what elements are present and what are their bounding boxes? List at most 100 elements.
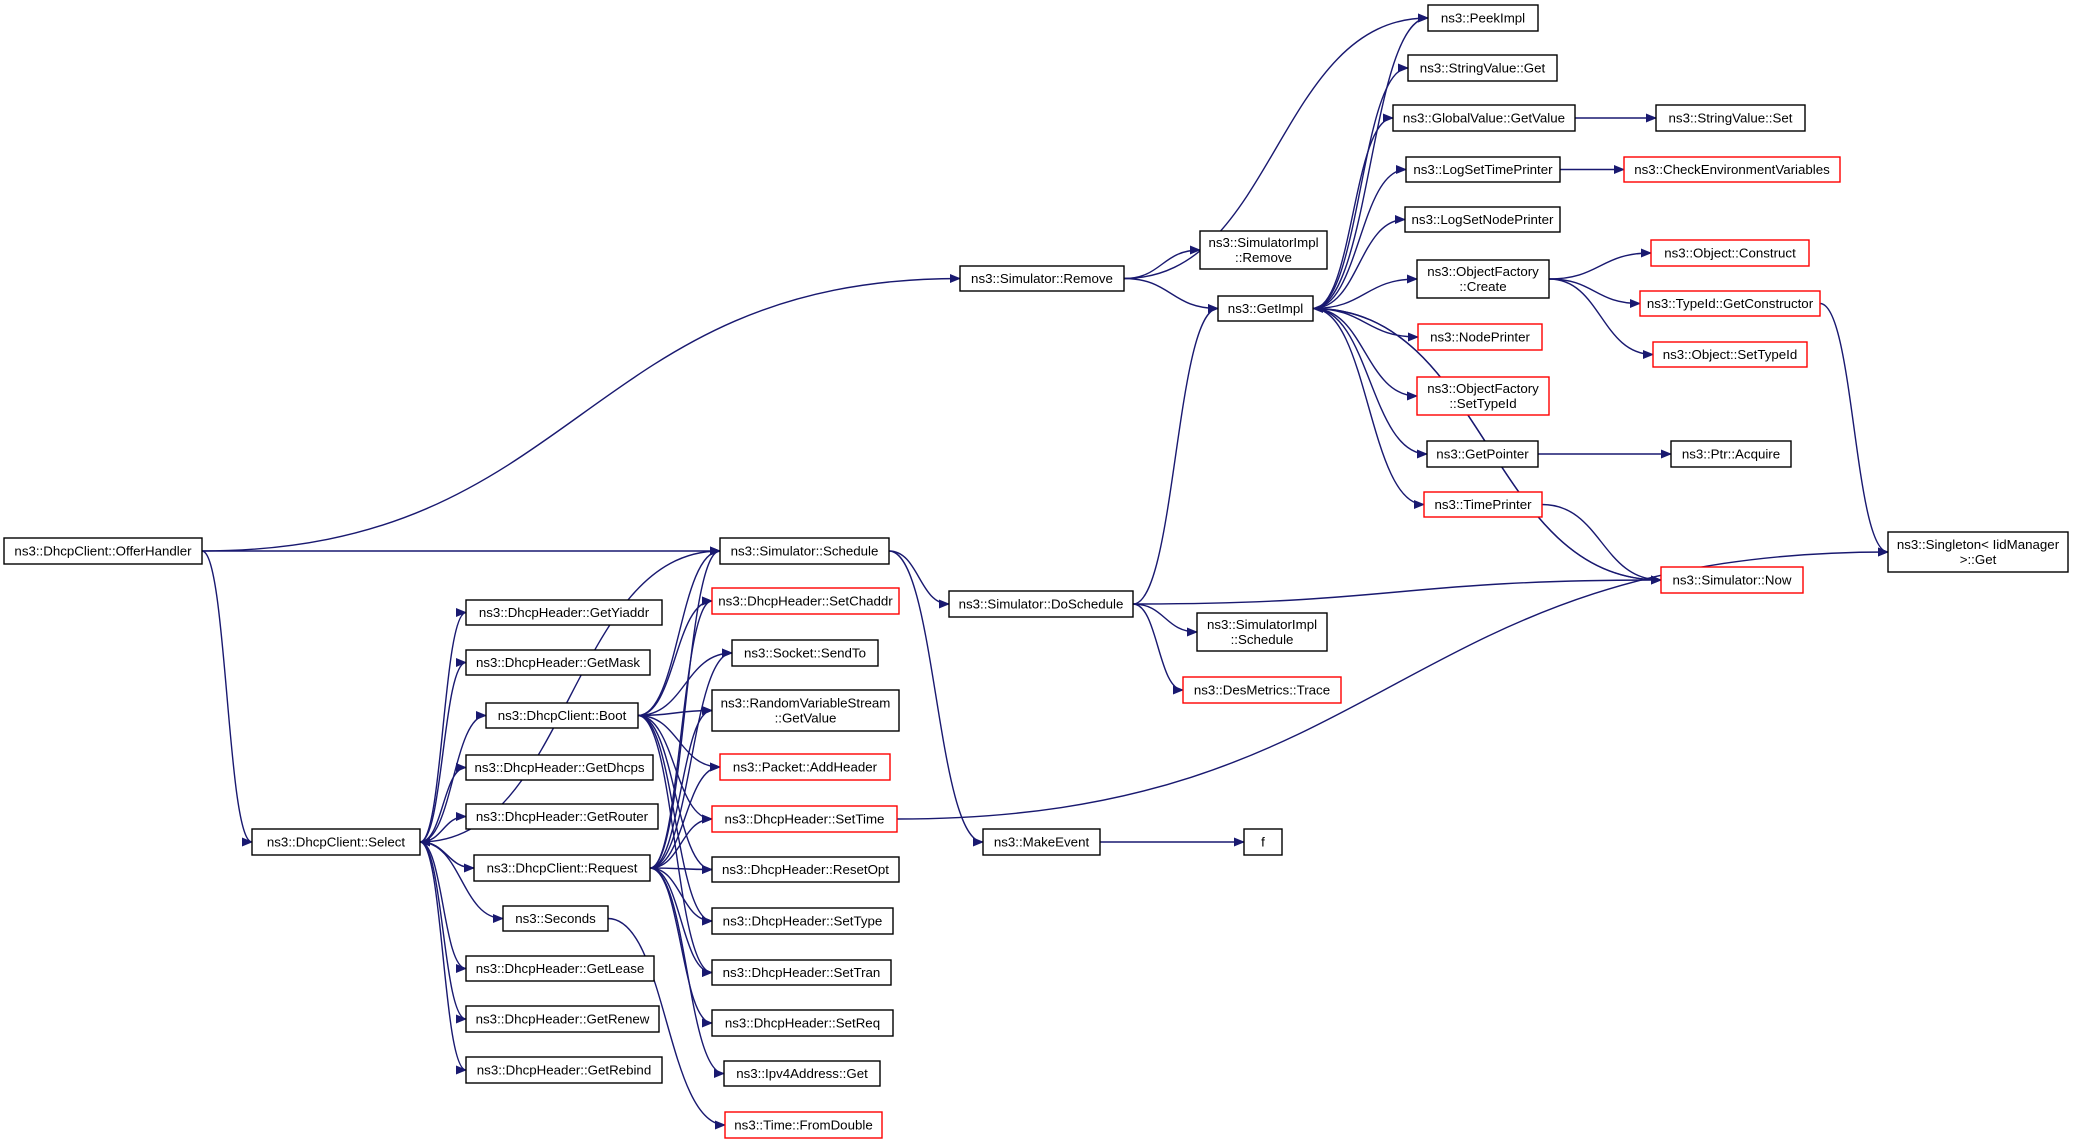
node-ptr_acquire[interactable]: ns3::Ptr::Acquire: [1670, 440, 1792, 468]
node-box[interactable]: [1407, 54, 1558, 82]
node-sendto[interactable]: ns3::Socket::SendTo: [731, 639, 879, 667]
node-setchaddr[interactable]: ns3::DhcpHeader::SetChaddr: [711, 587, 900, 615]
node-checkenv[interactable]: ns3::CheckEnvironmentVariables: [1623, 156, 1841, 183]
node-remove[interactable]: ns3::Simulator::Remove: [959, 265, 1125, 292]
node-box[interactable]: [948, 590, 1134, 618]
node-simimpl_schedule[interactable]: ns3::SimulatorImpl::Schedule: [1196, 612, 1328, 652]
node-box[interactable]: [473, 854, 651, 882]
node-makeevent[interactable]: ns3::MakeEvent: [982, 828, 1101, 856]
node-box[interactable]: [711, 856, 900, 883]
node-logsetnode[interactable]: ns3::LogSetNodePrinter: [1404, 206, 1561, 233]
node-logsettime[interactable]: ns3::LogSetTimePrinter: [1405, 156, 1561, 183]
node-box[interactable]: [724, 1111, 883, 1139]
node-box[interactable]: [1217, 295, 1314, 322]
node-box[interactable]: [1427, 4, 1539, 32]
node-getyiaddr[interactable]: ns3::DhcpHeader::GetYiaddr: [465, 599, 663, 626]
node-setreq[interactable]: ns3::DhcpHeader::SetReq: [711, 1009, 894, 1037]
node-box[interactable]: [1404, 206, 1561, 233]
node-strval_set[interactable]: ns3::StringValue::Set: [1655, 104, 1806, 132]
node-schedule[interactable]: ns3::Simulator::Schedule: [719, 537, 890, 565]
node-box[interactable]: [1652, 341, 1808, 368]
node-box[interactable]: [1417, 323, 1543, 351]
node-getrouter[interactable]: ns3::DhcpHeader::GetRouter: [465, 803, 659, 830]
node-box[interactable]: [465, 955, 655, 982]
node-box[interactable]: [465, 1056, 663, 1084]
node-getrebind[interactable]: ns3::DhcpHeader::GetRebind: [465, 1056, 663, 1084]
node-box[interactable]: [711, 907, 894, 935]
node-f[interactable]: f: [1243, 828, 1283, 856]
node-getpointer[interactable]: ns3::GetPointer: [1426, 440, 1539, 468]
node-box[interactable]: [1423, 491, 1543, 518]
node-rvs_getvalue[interactable]: ns3::RandomVariableStream::GetValue: [711, 689, 900, 732]
node-of_settypeid[interactable]: ns3::ObjectFactory::SetTypeId: [1416, 376, 1550, 416]
node-box[interactable]: [502, 905, 609, 932]
node-box[interactable]: [711, 689, 900, 732]
node-settime[interactable]: ns3::DhcpHeader::SetTime: [711, 805, 898, 833]
node-box[interactable]: [1426, 440, 1539, 468]
node-fromdouble[interactable]: ns3::Time::FromDouble: [724, 1111, 883, 1139]
node-gv_getvalue[interactable]: ns3::GlobalValue::GetValue: [1392, 104, 1576, 132]
node-obj_settypeid[interactable]: ns3::Object::SetTypeId: [1652, 341, 1808, 368]
node-offerhandler[interactable]: ns3::DhcpClient::OfferHandler: [3, 537, 203, 565]
node-doschedule[interactable]: ns3::Simulator::DoSchedule: [948, 590, 1134, 618]
node-getrenew[interactable]: ns3::DhcpHeader::GetRenew: [465, 1005, 660, 1033]
node-typeid_getctor[interactable]: ns3::TypeId::GetConstructor: [1639, 290, 1821, 317]
node-sim_now[interactable]: ns3::Simulator::Now: [1660, 566, 1804, 594]
node-box[interactable]: [465, 803, 659, 830]
node-obj_construct[interactable]: ns3::Object::Construct: [1650, 239, 1810, 267]
node-box[interactable]: [1416, 259, 1550, 299]
node-box[interactable]: [1182, 676, 1342, 704]
node-box[interactable]: [719, 753, 891, 781]
node-timeprinter[interactable]: ns3::TimePrinter: [1423, 491, 1543, 518]
node-box[interactable]: [723, 1060, 881, 1087]
node-box[interactable]: [1650, 239, 1810, 267]
node-box[interactable]: [731, 639, 879, 667]
node-desmetrics[interactable]: ns3::DesMetrics::Trace: [1182, 676, 1342, 704]
node-box[interactable]: [1660, 566, 1804, 594]
node-box[interactable]: [1623, 156, 1841, 183]
node-box[interactable]: [1670, 440, 1792, 468]
node-request[interactable]: ns3::DhcpClient::Request: [473, 854, 651, 882]
node-box[interactable]: [3, 537, 203, 565]
node-box[interactable]: [1887, 531, 2069, 573]
node-singleton_get[interactable]: ns3::Singleton< IidManager>::Get: [1887, 531, 2069, 573]
node-getmask[interactable]: ns3::DhcpHeader::GetMask: [465, 649, 651, 676]
node-resetopt[interactable]: ns3::DhcpHeader::ResetOpt: [711, 856, 900, 883]
node-seconds[interactable]: ns3::Seconds: [502, 905, 609, 932]
node-box[interactable]: [959, 265, 1125, 292]
node-addheader[interactable]: ns3::Packet::AddHeader: [719, 753, 891, 781]
node-box[interactable]: [719, 537, 890, 565]
node-box[interactable]: [1416, 376, 1550, 416]
node-box[interactable]: [1196, 612, 1328, 652]
node-box[interactable]: [1639, 290, 1821, 317]
node-box[interactable]: [711, 1009, 894, 1037]
node-nodeprinter[interactable]: ns3::NodePrinter: [1417, 323, 1543, 351]
node-settype[interactable]: ns3::DhcpHeader::SetType: [711, 907, 894, 935]
node-box[interactable]: [465, 649, 651, 676]
node-getlease[interactable]: ns3::DhcpHeader::GetLease: [465, 955, 655, 982]
node-box[interactable]: [465, 599, 663, 626]
node-boot[interactable]: ns3::DhcpClient::Boot: [485, 702, 639, 729]
node-box[interactable]: [1243, 828, 1283, 856]
node-box[interactable]: [1655, 104, 1806, 132]
node-strval_get[interactable]: ns3::StringValue::Get: [1407, 54, 1558, 82]
node-getdhcps[interactable]: ns3::DhcpHeader::GetDhcps: [465, 754, 654, 781]
node-ipv4_get[interactable]: ns3::Ipv4Address::Get: [723, 1060, 881, 1087]
node-box[interactable]: [1199, 230, 1328, 270]
node-box[interactable]: [1405, 156, 1561, 183]
node-peekimpl[interactable]: ns3::PeekImpl: [1427, 4, 1539, 32]
node-box[interactable]: [711, 587, 900, 615]
node-box[interactable]: [982, 828, 1101, 856]
node-simimpl_remove[interactable]: ns3::SimulatorImpl::Remove: [1199, 230, 1328, 270]
node-box[interactable]: [1392, 104, 1576, 132]
node-getimpl[interactable]: ns3::GetImpl: [1217, 295, 1314, 322]
node-of_create[interactable]: ns3::ObjectFactory::Create: [1416, 259, 1550, 299]
node-box[interactable]: [485, 702, 639, 729]
node-box[interactable]: [465, 1005, 660, 1033]
node-box[interactable]: [711, 959, 892, 986]
node-box[interactable]: [711, 805, 898, 833]
node-box[interactable]: [465, 754, 654, 781]
node-settran[interactable]: ns3::DhcpHeader::SetTran: [711, 959, 892, 986]
node-select[interactable]: ns3::DhcpClient::Select: [251, 828, 421, 856]
node-box[interactable]: [251, 828, 421, 856]
